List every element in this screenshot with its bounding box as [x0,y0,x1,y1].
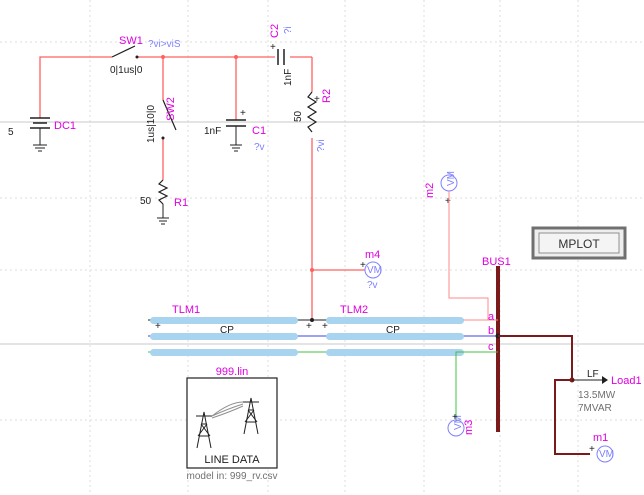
c2-label: C2 [269,24,281,38]
transmission-tower-icon [196,397,259,449]
load1-q: 7MVAR [578,403,612,414]
m1-symbol: VM [599,449,614,460]
dc1-value: 5 [8,127,14,138]
c2-value: 1nF [283,69,294,86]
m3-meter[interactable]: VM m3 + [447,351,488,437]
tlm1-line[interactable]: TLM1 CP [172,304,234,336]
bus1-phase-b: b [488,325,494,337]
svg-text:+: + [360,260,366,271]
load1-tag: LF [587,369,599,380]
sw1-timing: 0|1us|0 [110,65,143,76]
m2-meter[interactable]: VM m2 + [424,171,489,320]
c1-label: C1 [252,125,266,137]
bus1-label: BUS1 [482,256,511,268]
m1-label: m1 [593,432,608,444]
line-data-block[interactable]: 999.lin LINE DATA model in: 999_rv.csv [186,366,278,482]
c1-value: 1nF [204,126,221,137]
c1-probe: ?v [254,142,265,153]
r2-resistor[interactable]: + R2 50 ?vi [293,89,333,152]
sw2-switch[interactable]: SW2 1us|10|0 [146,97,177,143]
bus1-phase-a: a [488,311,495,323]
transmission-lines: + + + [148,317,488,356]
m3-label: m3 [463,420,475,435]
tlm1-label: TLM1 [172,304,200,316]
dc1-source[interactable]: 5 DC1 [8,117,76,152]
m1-meter[interactable]: VM m1 + [589,432,614,463]
sw1-switch[interactable]: SW1 ?vi>viS 0|1us|0 [110,35,181,76]
m2-label: m2 [424,183,436,198]
junction-dot [234,55,238,59]
r1-label: R1 [174,197,188,209]
sw2-label: SW2 [165,97,177,121]
major-grid [0,121,644,345]
svg-text:+: + [589,444,595,455]
linedata-title: LINE DATA [204,454,260,466]
tlm2-line[interactable]: TLM2 CP [340,304,400,336]
m2-symbol: VM [446,171,457,186]
c2-capacitor[interactable]: + C2 ?i 1nF [269,24,294,86]
bus1-phase-c: c [488,341,494,353]
svg-text:+: + [452,412,458,423]
mplot-label: MPLOT [558,237,600,251]
c1-capacitor[interactable]: + 1nF C1 ?v [204,108,266,153]
m4-symbol: VM [367,265,382,276]
c2-probe: ?i [283,26,294,34]
svg-text:+: + [270,42,276,53]
r1-resistor[interactable]: 50 R1 [140,179,188,225]
load1[interactable]: LF Load1 13.5MW 7MVAR [572,369,642,414]
junction-dot [310,268,314,272]
junction-dot [161,55,165,59]
bus1[interactable]: BUS1 a b c [464,256,590,455]
r1-value: 50 [140,196,152,207]
svg-text:+: + [306,321,312,332]
svg-text:+: + [322,321,328,332]
tlm2-label: TLM2 [340,304,368,316]
mplot-button[interactable]: MPLOT [531,226,627,260]
load1-p: 13.5MW [578,390,616,401]
r2-value: 50 [293,110,304,122]
m3-symbol: VM [453,415,464,430]
sw1-probe: ?vi>viS [148,39,181,50]
linedata-model: model in: 999_rv.csv [187,471,278,482]
dc1-label: DC1 [54,120,76,132]
r2-probe: ?vi [316,139,327,152]
svg-text:+: + [314,94,320,105]
m4-label: m4 [365,249,380,261]
sw2-timing: 1us|10|0 [146,105,157,143]
r2-label: R2 [321,89,333,103]
sw1-label: SW1 [119,35,143,47]
svg-text:+: + [445,196,451,207]
tlm1-model: CP [220,325,234,336]
svg-text:+: + [240,108,246,119]
m4-probe: ?v [367,280,378,291]
dc-wires [39,56,365,320]
load1-label: Load1 [611,375,642,387]
linedata-file: 999.lin [216,366,248,378]
svg-text:+: + [155,321,161,332]
tlm2-model: CP [386,325,400,336]
m4-meter[interactable]: VM m4 + ?v [360,249,382,291]
